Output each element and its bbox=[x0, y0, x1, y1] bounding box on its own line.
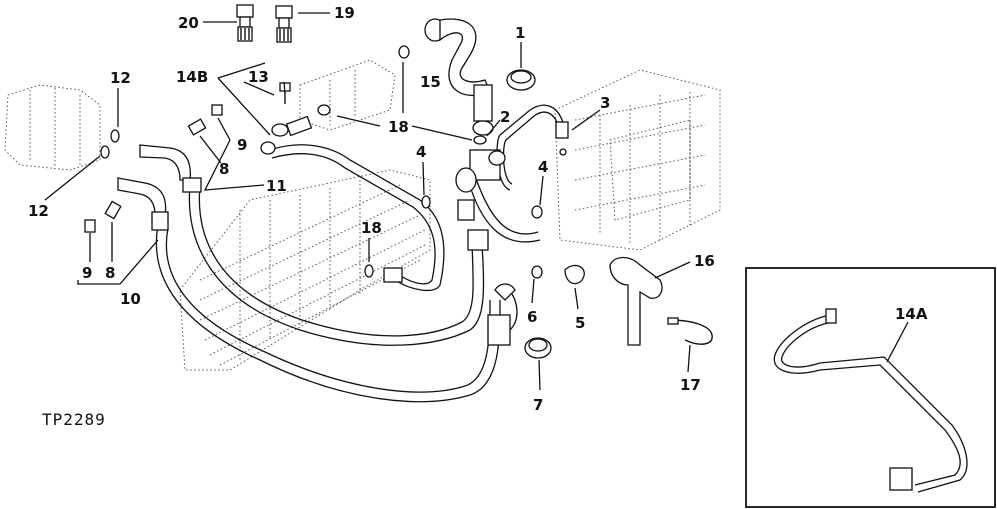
callout-18-bottom: 18 bbox=[361, 219, 382, 237]
callout-15: 15 bbox=[420, 73, 441, 91]
callout-4-left: 4 bbox=[416, 143, 426, 161]
callout-16: 16 bbox=[694, 252, 715, 270]
callout-5: 5 bbox=[575, 314, 585, 332]
callout-2: 2 bbox=[500, 108, 510, 126]
callout-3: 3 bbox=[600, 94, 610, 112]
callout-11: 11 bbox=[266, 177, 287, 195]
hydraulic-hoses bbox=[155, 104, 566, 403]
callout-10: 10 bbox=[120, 290, 141, 308]
inset-callout-14a: 14A bbox=[895, 305, 928, 323]
callout-1: 1 bbox=[515, 24, 525, 42]
callout-labels: 20 19 14B 13 12 12 9 8 11 9 8 10 15 18 1… bbox=[28, 4, 928, 429]
callout-12-top: 12 bbox=[110, 69, 131, 87]
leader-lines bbox=[44, 12, 691, 391]
background-housing-outlines bbox=[4, 59, 721, 371]
callout-20: 20 bbox=[178, 14, 199, 32]
callout-7: 7 bbox=[533, 396, 543, 414]
callout-18-top: 18 bbox=[388, 118, 409, 136]
callout-8-upper: 8 bbox=[219, 160, 229, 178]
callout-9-upper: 9 bbox=[237, 136, 247, 154]
callout-14b: 14B bbox=[176, 68, 208, 86]
callout-9-lower: 9 bbox=[82, 264, 92, 282]
callout-17: 17 bbox=[680, 376, 701, 394]
figure-id: TP2289 bbox=[42, 410, 106, 429]
hydraulic-fittings bbox=[84, 4, 713, 359]
callout-4-right: 4 bbox=[538, 158, 548, 176]
callout-6: 6 bbox=[527, 308, 537, 326]
callout-19: 19 bbox=[334, 4, 355, 22]
callout-12-bottom: 12 bbox=[28, 202, 49, 220]
inset-14a bbox=[745, 267, 996, 508]
callout-8-lower: 8 bbox=[105, 264, 115, 282]
callout-13: 13 bbox=[248, 68, 269, 86]
